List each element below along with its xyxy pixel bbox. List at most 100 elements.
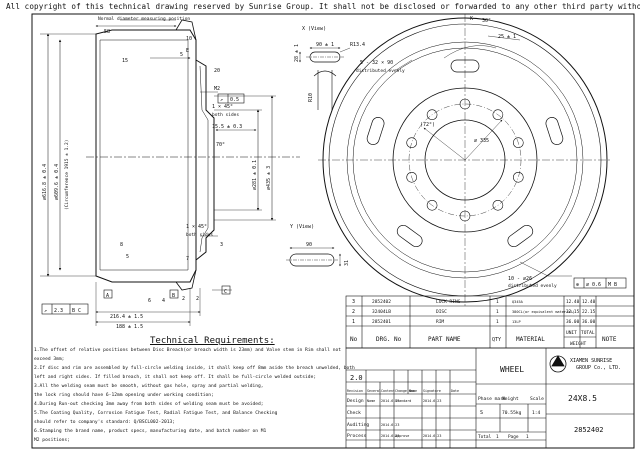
- company-logo: [549, 355, 567, 373]
- bom-h-drg: DRG. No: [376, 336, 402, 343]
- dim-15-5: 15.5 ± 0.3: [212, 124, 242, 130]
- bom-cell-part: LOCK RING: [436, 299, 461, 305]
- front-label-k: K: [470, 16, 473, 22]
- bolt-hole: [459, 210, 471, 222]
- front-view: [318, 14, 612, 306]
- requirement-line: 1.The offset of relative positions betwe…: [34, 348, 341, 353]
- dim-8: 8: [120, 242, 123, 248]
- bolt-hole: [426, 200, 438, 211]
- revision-header-cell: Date: [451, 389, 459, 393]
- requirement-line: 6.Stamping the brand name, product specs…: [34, 429, 267, 434]
- dim-188: 188 ± 1.5: [116, 324, 143, 330]
- runout-symbol: ↗: [220, 97, 223, 103]
- company-name: XIAMEN SUNRISE: [570, 358, 612, 364]
- position-symbol: ⊕: [576, 282, 579, 288]
- dia-281: ⌀281 ± 0.1: [252, 160, 258, 190]
- label-approve: Approve: [395, 434, 409, 438]
- bom-table-grid: [345, 295, 635, 349]
- bom-cell-material: 13LP: [512, 320, 521, 324]
- dia-609: ⌀609.6 ± 0.4: [54, 164, 60, 200]
- label-total: Total: [478, 434, 492, 440]
- revision-header-cell: Content: [381, 389, 395, 393]
- bom-cell-unit: 22.15: [566, 309, 580, 315]
- front-72: (72°): [420, 122, 435, 128]
- flatness-symbol: ↗: [44, 308, 47, 314]
- bom-cell-qty: 1: [496, 319, 499, 325]
- dim-3: 3: [220, 242, 223, 248]
- datum-b: B: [172, 293, 175, 299]
- dim-1x45-a: 1 × 45°: [212, 104, 233, 110]
- bom-cell-qty: 1: [496, 299, 499, 305]
- requirements-title: Technical Requirements:: [150, 336, 275, 346]
- flatness-ref: B C: [72, 308, 81, 314]
- bom-cell-drg: 2852401: [372, 319, 391, 325]
- both-sides-b: both sides: [186, 232, 213, 238]
- dim-70: 70°: [216, 142, 225, 148]
- dim-2a: 2: [196, 296, 199, 302]
- bolt-hole: [492, 200, 504, 211]
- bom-cell-part: DISC: [436, 309, 447, 315]
- detail-x-r13: R13.4: [350, 42, 365, 48]
- total-value: 1: [496, 434, 499, 440]
- bom-h-total: TOTAL: [581, 330, 595, 336]
- revision-header-cell: Change doc: [395, 389, 415, 393]
- label-m2: M2: [214, 86, 220, 92]
- datum-c: C: [224, 289, 227, 295]
- label-weight: Weight: [502, 396, 519, 402]
- requirement-line: 2.If disc and rim are assembled by full-…: [34, 366, 355, 371]
- bom-cell-total: 22.15: [582, 309, 596, 315]
- hand-hole-slot: [507, 224, 534, 248]
- dim-20: 20: [214, 68, 220, 74]
- bolt-hole: [426, 109, 438, 120]
- position-ref: M B: [608, 282, 617, 288]
- label-auditing: Auditing: [347, 422, 369, 428]
- requirement-line: 3.All the welding seam must be smooth, w…: [34, 384, 264, 389]
- label-standard: Standard: [395, 399, 411, 403]
- bom-h-unit: UNIT: [566, 330, 577, 336]
- detail-x-r10: R10: [308, 93, 314, 102]
- bom-cell-material: Q345A: [512, 300, 524, 304]
- dim-5a: 5: [126, 254, 129, 260]
- label-check: Check: [347, 410, 361, 416]
- front-10x26: 10 - ⌀26: [508, 276, 532, 282]
- revision: 2.0: [350, 374, 363, 382]
- dim-2: 2: [182, 296, 185, 302]
- front-dia335: ⌀ 335: [474, 138, 489, 144]
- bom-cell-total: 36.00: [582, 319, 596, 325]
- bom-cell-no: 3: [352, 299, 355, 305]
- bom-cell-total: 12.40: [582, 299, 596, 305]
- product-spec: 24X8.5: [568, 394, 597, 403]
- bolt-hole: [492, 109, 504, 120]
- label-design: Design: [347, 398, 364, 404]
- front-dist2: distributed evenly: [508, 283, 557, 289]
- bom-cell-drg: 32404LB: [372, 309, 391, 315]
- audit-date: 2014.6.23: [381, 423, 399, 427]
- approve-date: 2014.6.23: [423, 434, 441, 438]
- both-sides-a: both sides: [212, 112, 239, 118]
- datum-boxes: [103, 285, 231, 299]
- bom-h-weight: WEIGHT: [570, 341, 587, 347]
- label-page: Page: [508, 434, 519, 440]
- requirement-line: exceed 3mm;: [34, 357, 65, 362]
- bom-h-part: PART NAME: [428, 336, 461, 343]
- revision-header-cell: Signature: [423, 389, 441, 393]
- detail-x-28: 28 ± 1: [294, 44, 300, 62]
- revision-header-cell: Several: [367, 389, 381, 393]
- front-30: 30°: [482, 18, 491, 24]
- phase-mark: S: [480, 410, 483, 416]
- position-value: ⌀ 0.6: [586, 282, 601, 288]
- datum-a: A: [106, 293, 109, 299]
- label-scale: Scale: [530, 396, 544, 402]
- bolt-hole: [459, 98, 471, 110]
- dia-616: ⌀616.8 ± 0.4: [42, 164, 48, 200]
- normal-diameter-label: Normal diameter measuring position: [98, 16, 190, 22]
- weight-value: 70.55kg: [502, 410, 522, 416]
- scale-value: 1:4: [532, 410, 541, 416]
- bom-cell-no: 1: [352, 319, 355, 325]
- detail-x-90: 90 ± 1: [316, 42, 334, 48]
- detail-y-label: Y (View): [290, 224, 314, 230]
- bom-h-no: No: [350, 336, 358, 343]
